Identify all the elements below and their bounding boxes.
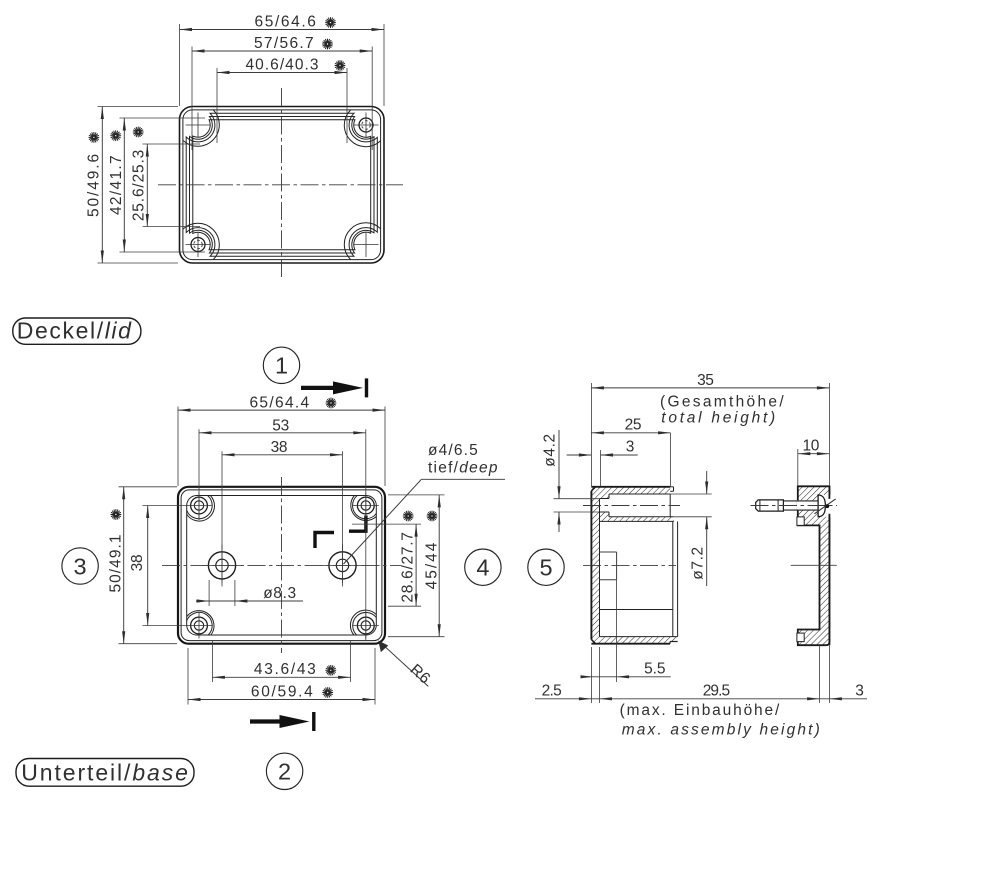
svg-text:ø4.2: ø4.2	[541, 433, 558, 466]
svg-text:1: 1	[275, 353, 288, 379]
svg-text:45/44: 45/44	[423, 541, 440, 590]
svg-text:3: 3	[626, 438, 635, 455]
svg-text:10: 10	[802, 438, 819, 455]
svg-text:29.5: 29.5	[703, 683, 730, 700]
svg-text:25.6/25.3: 25.6/25.3	[130, 149, 147, 221]
svg-text:53: 53	[272, 417, 289, 434]
svg-text:3: 3	[74, 553, 87, 579]
svg-text:25: 25	[625, 417, 642, 434]
svg-text:max. assembly height): max. assembly height)	[622, 721, 822, 738]
svg-text:3: 3	[855, 683, 864, 700]
svg-text:28.6/27.7: 28.6/27.7	[399, 531, 416, 602]
svg-text:4: 4	[476, 555, 489, 581]
svg-text:57/56.7: 57/56.7	[254, 35, 315, 52]
svg-text:ø4/6.5: ø4/6.5	[428, 442, 479, 459]
svg-text:42/41.7: 42/41.7	[108, 154, 125, 215]
svg-text:(max. Einbauhöhe/: (max. Einbauhöhe/	[620, 702, 782, 719]
svg-text:40.6/40.3: 40.6/40.3	[245, 56, 319, 73]
svg-text:Unterteil/base: Unterteil/base	[21, 760, 190, 786]
svg-text:tief/deep: tief/deep	[428, 459, 499, 476]
svg-text:ø7.2: ø7.2	[689, 546, 706, 579]
svg-text:38: 38	[129, 555, 146, 572]
svg-text:(Gesamthöhe/: (Gesamthöhe/	[660, 393, 786, 410]
svg-text:65/64.4: 65/64.4	[249, 394, 310, 411]
svg-text:2.5: 2.5	[542, 683, 562, 700]
svg-text:5: 5	[539, 555, 552, 581]
svg-text:total height): total height)	[661, 409, 778, 426]
svg-text:5.5: 5.5	[644, 661, 665, 678]
svg-text:43.6/43: 43.6/43	[254, 661, 318, 678]
svg-text:65/64.6: 65/64.6	[255, 13, 318, 30]
svg-text:50/49.6: 50/49.6	[85, 152, 102, 217]
svg-text:Deckel/lid: Deckel/lid	[17, 317, 133, 343]
svg-text:60/59.4: 60/59.4	[251, 683, 315, 700]
svg-text:2: 2	[278, 759, 291, 785]
svg-text:38: 38	[271, 439, 288, 456]
svg-text:ø8.3: ø8.3	[263, 585, 297, 602]
svg-text:50/49.1: 50/49.1	[108, 533, 125, 592]
svg-text:35: 35	[697, 372, 713, 389]
